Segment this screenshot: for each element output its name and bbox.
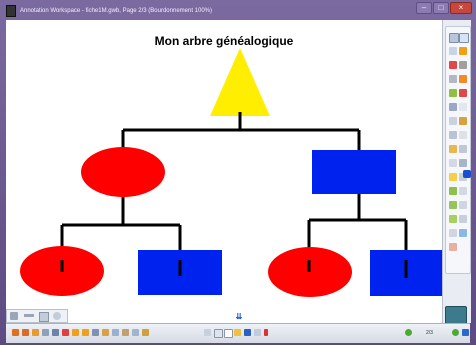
undo-icon[interactable] — [72, 329, 79, 336]
layout-icon[interactable] — [254, 329, 261, 336]
line-tool-icon[interactable] — [449, 75, 457, 83]
pen-tool-icon[interactable] — [459, 47, 467, 55]
expand-down-icon[interactable]: ⇊ — [235, 312, 243, 321]
page-controls — [6, 309, 68, 323]
tool-palette — [445, 26, 471, 274]
highlight-tool-icon[interactable] — [449, 145, 457, 153]
maximize-button[interactable]: □ — [433, 2, 449, 14]
panel-toggle-icon[interactable] — [463, 170, 471, 178]
minimize-button[interactable]: – — [416, 2, 432, 14]
bottom-toolbar: 2/3 — [6, 323, 470, 343]
blue-rect-parent-right[interactable] — [312, 150, 396, 194]
record-icon[interactable] — [62, 329, 69, 336]
help-icon[interactable] — [142, 329, 149, 336]
green-tool-icon[interactable] — [449, 187, 457, 195]
page-line-icon[interactable] — [24, 314, 34, 317]
compass-tool-icon[interactable] — [449, 131, 457, 139]
image-tool-icon[interactable] — [449, 215, 457, 223]
add-page-icon[interactable] — [462, 329, 469, 336]
cursor-tool-icon[interactable] — [459, 33, 469, 43]
zoom-icon[interactable] — [92, 329, 99, 336]
keyboard-icon[interactable] — [102, 329, 109, 336]
inner-stubs — [60, 260, 408, 278]
page-indicator: 2/3 — [426, 330, 433, 336]
copy-tool-icon[interactable] — [459, 229, 467, 237]
white-page-icon[interactable] — [224, 329, 233, 338]
blank-icon[interactable] — [214, 329, 223, 338]
clear-tool-icon[interactable] — [459, 201, 467, 209]
cut-tool-icon[interactable] — [449, 229, 457, 237]
grid-tool-icon[interactable] — [459, 131, 467, 139]
protractor-tool-icon[interactable] — [459, 117, 467, 125]
page-tool-icon[interactable] — [459, 187, 467, 195]
pointer-icon[interactable] — [204, 329, 211, 336]
eraser-tool-icon[interactable] — [459, 61, 467, 69]
page-edit-icon[interactable] — [39, 312, 49, 322]
app-icon — [6, 5, 16, 17]
shape-tool-icon[interactable] — [459, 75, 467, 83]
title-bar: Annotation Workspace - fiche1M.gwb, Page… — [6, 3, 470, 19]
save-icon[interactable] — [42, 329, 49, 336]
screen-icon[interactable] — [112, 329, 119, 336]
family-tree-diagram — [20, 48, 442, 297]
marker-tool-icon[interactable] — [449, 61, 457, 69]
blue-pen-icon[interactable] — [244, 329, 251, 336]
text-tool-icon[interactable] — [459, 103, 467, 111]
lasso-tool-icon[interactable] — [449, 47, 457, 55]
camera-tool-icon[interactable] — [459, 145, 467, 153]
highlight-icon[interactable] — [234, 329, 241, 336]
link-tool-icon[interactable] — [459, 215, 467, 223]
drawing-canvas[interactable]: Mon arbre généalogique — [6, 20, 442, 323]
open-icon[interactable] — [32, 329, 39, 336]
print-icon[interactable] — [52, 329, 59, 336]
trash-icon[interactable] — [445, 306, 467, 324]
close-button[interactable]: × — [450, 2, 472, 14]
color-tool-icon[interactable] — [459, 89, 467, 97]
zoom-tool-icon[interactable] — [449, 103, 457, 111]
select-tool-icon[interactable] — [449, 33, 459, 43]
page-settings-icon[interactable] — [53, 312, 61, 320]
window-title: Annotation Workspace - fiche1M.gwb, Page… — [20, 8, 212, 14]
camera-icon[interactable] — [122, 329, 129, 336]
page-move-icon[interactable] — [10, 312, 18, 320]
paste-tool-icon[interactable] — [449, 243, 457, 251]
clock-tool-icon[interactable] — [449, 159, 457, 167]
star-tool-icon[interactable] — [449, 173, 457, 181]
tool-panel — [442, 20, 471, 324]
prev-page-icon[interactable] — [405, 329, 412, 336]
share-icon[interactable] — [132, 329, 139, 336]
menu-icon[interactable] — [12, 329, 19, 336]
undo-tool-icon[interactable] — [459, 159, 467, 167]
yellow-triangle[interactable] — [210, 48, 270, 116]
window-controls: – □ × — [416, 2, 472, 14]
redo-icon[interactable] — [82, 329, 89, 336]
page-title: Mon arbre généalogique — [154, 34, 294, 48]
record-tool-icon[interactable] — [449, 201, 457, 209]
next-page-icon[interactable] — [452, 329, 459, 336]
red-marker-icon[interactable] — [264, 329, 268, 336]
fill-tool-icon[interactable] — [449, 89, 457, 97]
ruler-tool-icon[interactable] — [449, 117, 457, 125]
red-ellipse-parent-left[interactable] — [81, 147, 165, 197]
new-icon[interactable] — [22, 329, 29, 336]
